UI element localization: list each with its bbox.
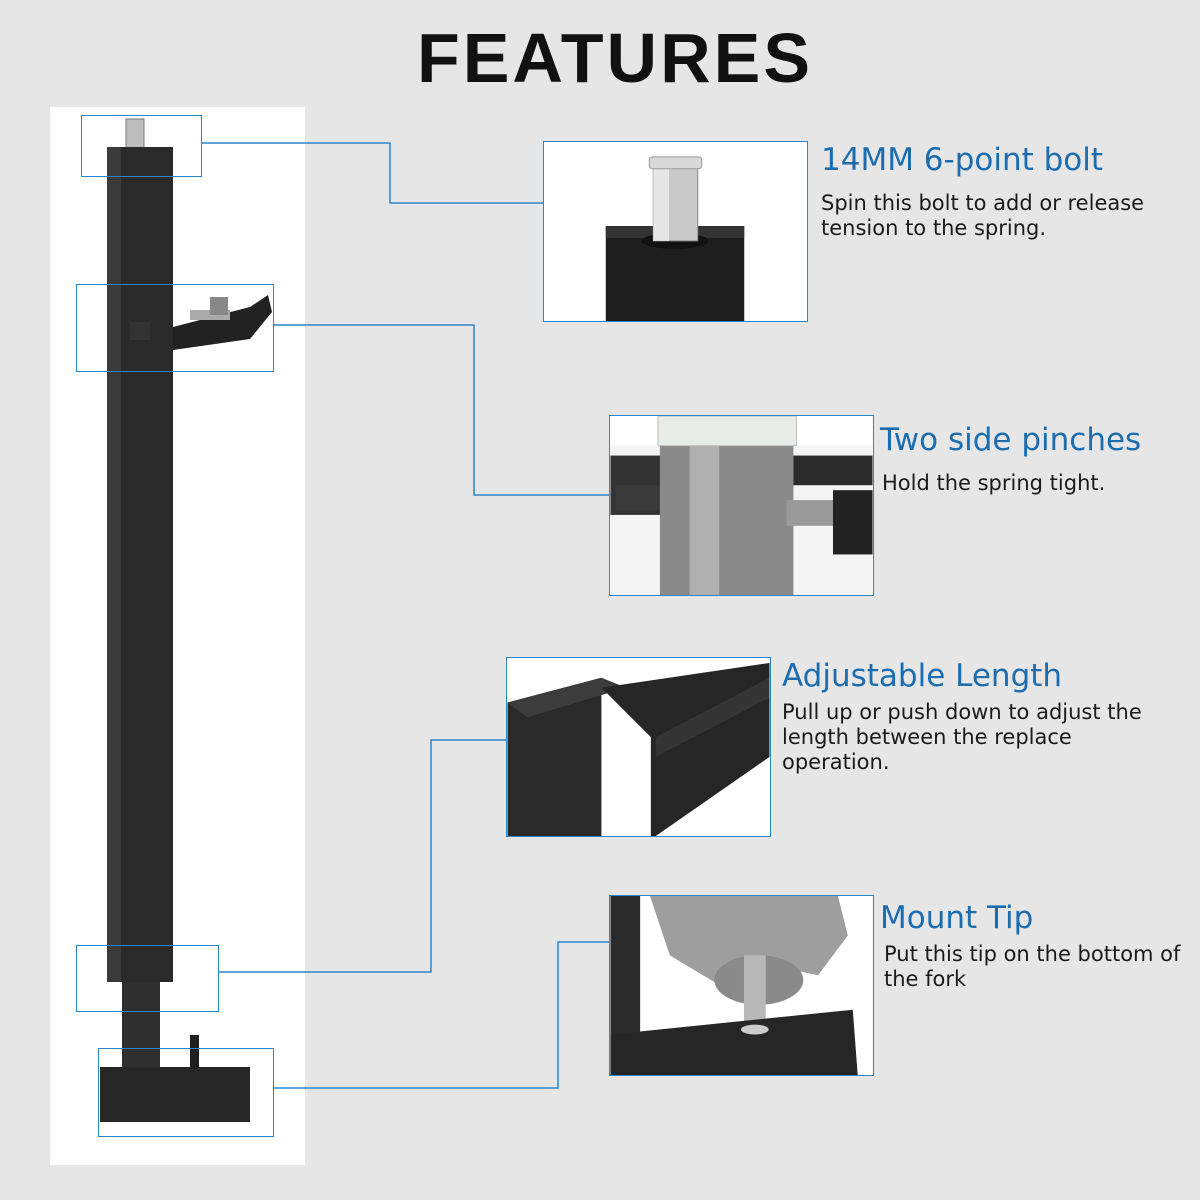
feature-desc-bolt: Spin this bolt to add or release tension…: [821, 191, 1145, 240]
callout-bolt: [81, 115, 202, 177]
feature-desc-length: Pull up or push down to adjust the lengt…: [782, 700, 1142, 774]
product-image-panel: [50, 107, 305, 1165]
feature-desc-tip: Put this tip on the bottom of the fork: [884, 942, 1181, 991]
spring-tool-image: [100, 118, 272, 1122]
callout-pinches: [76, 284, 274, 372]
feature-desc-pinches: Hold the spring tight.: [882, 471, 1106, 495]
feature-title-pinches: Two side pinches: [880, 422, 1142, 458]
connector-line-tip: [274, 941, 609, 1089]
feature-title-bolt: 14MM 6-point bolt: [821, 142, 1104, 178]
detail-image-tip: [609, 895, 874, 1076]
detail-image-bolt: [543, 141, 808, 322]
feature-title-tip: Mount Tip: [880, 900, 1034, 936]
connector-line-bolt: [202, 142, 543, 204]
callout-tip: [98, 1048, 274, 1137]
page-title: FEATURES: [416, 19, 814, 97]
callout-length: [76, 945, 219, 1012]
detail-image-length: [506, 657, 771, 837]
feature-title-length: Adjustable Length: [782, 658, 1063, 694]
connector-line-pinches: [274, 324, 609, 496]
connector-line-length: [219, 739, 506, 973]
detail-image-pinches: [609, 415, 874, 596]
